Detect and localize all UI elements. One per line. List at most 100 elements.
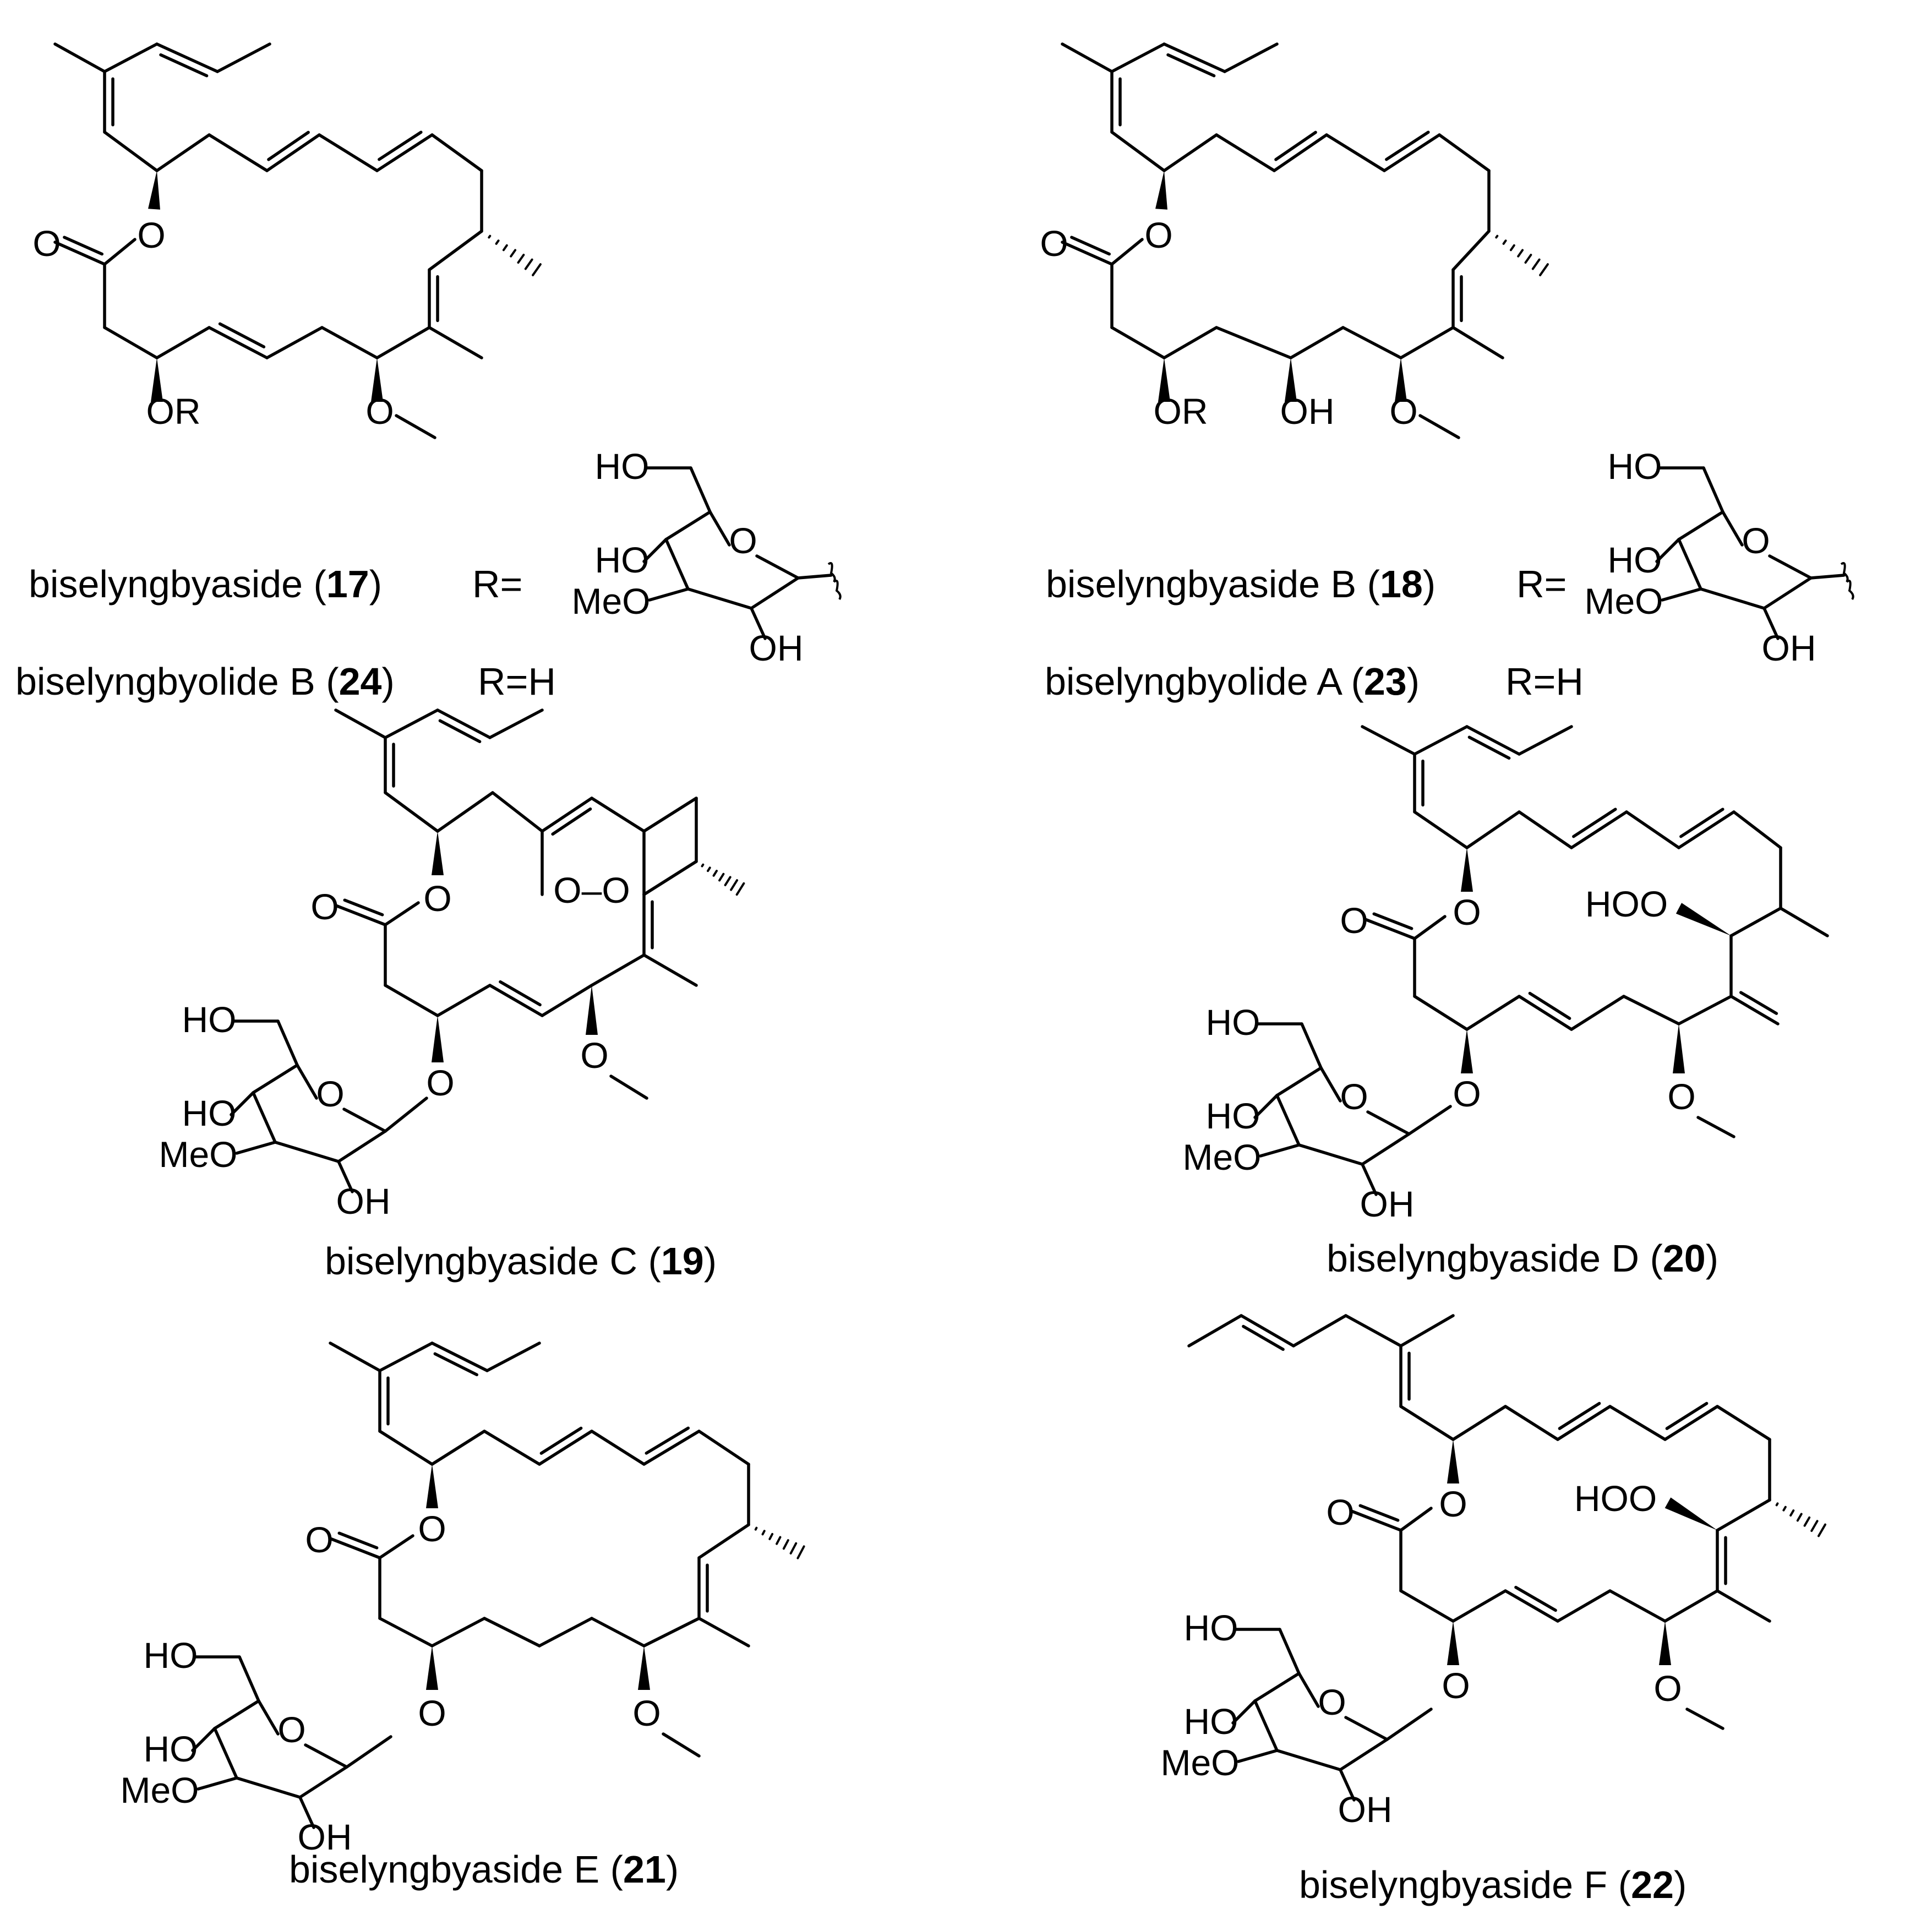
bond-line [53,42,106,73]
bond-line [103,326,159,359]
bond-line [265,133,321,172]
hash-bond-segment [532,263,542,276]
bond-line [213,1699,260,1730]
bond-line [1163,133,1218,172]
hash-bond-segment [724,876,732,886]
bond-line [208,133,269,172]
hash-bond-segment [517,253,525,264]
wedge-bond [1447,1439,1459,1483]
bond-line [642,538,668,563]
bond-line [378,1341,434,1372]
atom-label-o: O [137,215,165,255]
bond-line [1163,326,1218,359]
bond-line [755,554,800,580]
caption-compound-23: biselyngbyolide A (23) [1045,660,1420,703]
bond-line [1110,42,1166,73]
atom-label-ho: HO [182,1093,237,1133]
bond-line [375,133,434,172]
bond-line [1253,1672,1301,1703]
atom-label-meo: MeO [1160,1742,1239,1783]
bond-line [378,130,423,161]
hash-bond-segment [1517,249,1524,258]
atom-label-o: O [1040,223,1068,264]
bond-line [1608,1589,1667,1623]
bond-line [436,708,492,739]
bond-line [491,791,544,833]
bond-line [1625,810,1680,849]
bond-line [384,901,420,926]
bond-line [213,1727,238,1780]
bond-line [191,1727,216,1752]
bond-line [298,1796,315,1829]
bond-line [304,1743,348,1769]
hash-bond-segment [502,244,508,252]
bond-line [53,241,106,266]
atom-label-meo: MeO [159,1134,237,1175]
bond-line [590,953,646,987]
atom-label-o: O [1389,391,1417,432]
bond-line [1729,995,1780,1026]
bond-line [1339,1768,1356,1802]
r-label-18: R= [1516,563,1567,606]
bond-line [1344,1314,1402,1348]
atom-label-oo: O–O [553,870,630,910]
bond-line [1514,1585,1557,1612]
wedge-bond [1676,903,1731,936]
bond-line [1275,1066,1323,1097]
hash-bond-segment [1495,234,1499,239]
atom-label-o: O [1340,900,1368,941]
atom-label-ho: HO [595,446,650,487]
atom-label-oh: OH [1280,391,1335,432]
hash-bond-segment [707,866,711,872]
atom-label-hoo: HOO [1585,883,1668,924]
bond-line [430,1430,486,1466]
bond-line [1504,1589,1559,1623]
atom-label-hoo: HOO [1574,1478,1657,1519]
bond-line [1716,1498,1771,1532]
wedge-bond [1664,1497,1717,1530]
bond-line [1699,587,1766,610]
bond-line [343,898,384,917]
bond-line [1344,1716,1389,1741]
bond-line [485,1341,541,1372]
bond-line [1242,1324,1285,1351]
bond-line [1166,53,1216,78]
hash-bond-segment [1796,1513,1803,1522]
hash-bond-segment [701,863,705,868]
wedge-bond [426,1646,438,1690]
bond-line [436,984,492,1017]
bond-line [103,238,137,266]
hash-bond-segment [768,1532,774,1540]
wedge-bond [426,1464,438,1508]
hash-bond-segment [718,872,725,882]
atom-label-or: OR [1154,391,1208,432]
bond-line [1061,42,1114,73]
bond-line [1716,1589,1771,1623]
bond-line [1556,1405,1612,1441]
wedge-bond [1461,1029,1473,1073]
hash-bond-segment [754,1526,758,1531]
atom-label-o: O [418,1508,446,1549]
atom-label-o: O [1653,1668,1682,1709]
bond-line [1399,1589,1455,1623]
hash-bond-segment [495,239,500,245]
bond-line [257,1699,280,1736]
bond-line [642,1617,701,1648]
bond-line [1570,810,1628,849]
wedge-bond [151,358,163,402]
atom-label-o: O [305,1519,333,1560]
stereo-wedges [148,171,1854,1690]
atom-label-ho: HO [1608,539,1662,580]
atom-label-ho: HO [595,539,650,580]
bond-line [1297,1672,1320,1708]
bond-line [488,708,544,739]
bond-line [664,538,690,591]
bond-line [378,1534,414,1559]
bond-lines [53,42,1846,1829]
bond-line [1275,1094,1301,1147]
caption-compound-24: biselyngbyolide B (24) [15,660,395,703]
bond-line [1685,1708,1724,1730]
atom-label-o: O [1340,1076,1368,1117]
bond-line [697,1523,750,1559]
bond-line [1275,1749,1342,1771]
